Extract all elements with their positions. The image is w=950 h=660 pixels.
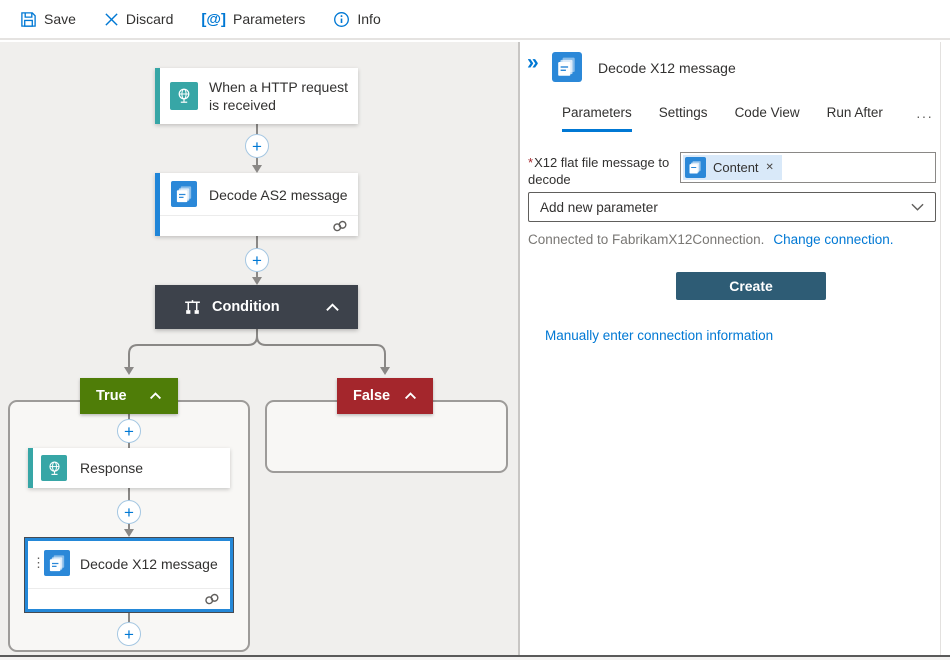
param-label-text: X12 flat file message to decode xyxy=(528,155,670,187)
change-connection-link[interactable]: Change connection. xyxy=(773,232,894,247)
tab-settings[interactable]: Settings xyxy=(658,105,708,120)
discard-button[interactable]: Discard xyxy=(90,0,187,38)
condition-node-title: Condition xyxy=(212,298,280,315)
decode-as2-node[interactable]: Decode AS2 message xyxy=(155,173,358,236)
save-button[interactable]: Save xyxy=(6,0,90,38)
info-icon xyxy=(334,11,350,27)
insert-step-button[interactable]: + xyxy=(245,134,269,158)
panel-title: Decode X12 message xyxy=(598,60,736,76)
panel-divider xyxy=(518,42,520,655)
as2-node-footer xyxy=(160,215,358,236)
x12-node-footer xyxy=(28,588,230,609)
false-branch-badge[interactable]: False xyxy=(337,378,433,414)
response-node[interactable]: Response xyxy=(28,448,230,488)
tab-parameters[interactable]: Parameters xyxy=(562,105,632,132)
x12-message-input[interactable]: Content ✕ xyxy=(680,152,936,183)
true-branch-badge[interactable]: True xyxy=(80,378,178,414)
http-request-icon xyxy=(170,82,198,110)
add-parameter-dropdown[interactable]: Add new parameter xyxy=(528,192,936,222)
info-label: Info xyxy=(357,11,381,27)
operation-details-panel: » Decode X12 message Parameters Settings… xyxy=(520,42,950,655)
insert-step-button[interactable]: + xyxy=(245,248,269,272)
connection-status: Connected to FabrikamX12Connection. Chang… xyxy=(528,232,893,247)
trigger-node-http-request[interactable]: When a HTTP request is received xyxy=(155,68,358,124)
response-node-title: Response xyxy=(80,460,144,476)
window-bottom-margin xyxy=(0,657,950,660)
chevron-down-icon xyxy=(911,203,924,211)
decode-as2-icon xyxy=(171,181,197,207)
kebab-menu-icon[interactable]: ⋮ xyxy=(32,555,45,570)
decode-x12-node[interactable]: ⋮ Decode X12 message xyxy=(25,538,233,612)
connection-icon xyxy=(205,593,219,605)
tab-run-after[interactable]: Run After xyxy=(826,105,883,120)
connection-icon xyxy=(333,220,347,232)
x12-operation-icon xyxy=(552,52,582,82)
more-tabs-button[interactable]: ··· xyxy=(916,108,933,124)
trigger-node-title: When a HTTP request is received xyxy=(209,79,349,114)
true-branch-label: True xyxy=(96,388,127,404)
tab-code-view[interactable]: Code View xyxy=(734,105,800,120)
as2-node-title: Decode AS2 message xyxy=(209,187,348,203)
content-token-label: Content xyxy=(713,160,759,175)
window-bottom-edge xyxy=(0,655,950,657)
save-label: Save xyxy=(44,11,76,27)
false-branch-container xyxy=(265,400,508,473)
parameters-button[interactable]: [@] Parameters xyxy=(187,0,319,38)
designer-toolbar: Save Discard [@] Parameters Info xyxy=(0,0,950,40)
discard-icon xyxy=(105,12,118,26)
false-branch-label: False xyxy=(353,388,391,404)
insert-step-button[interactable]: + xyxy=(117,622,141,646)
insert-step-button[interactable]: + xyxy=(117,419,141,443)
workflow-canvas[interactable]: When a HTTP request is received Decode A… xyxy=(0,42,518,655)
parameters-icon: [@] xyxy=(201,10,227,28)
parameters-label: Parameters xyxy=(233,11,306,27)
response-icon xyxy=(41,455,67,481)
response-accent-bar xyxy=(28,448,33,488)
collapse-panel-button[interactable]: » xyxy=(527,51,539,74)
connection-status-text: Connected to FabrikamX12Connection. xyxy=(528,232,765,247)
info-button[interactable]: Info xyxy=(319,0,394,38)
manual-connection-link[interactable]: Manually enter connection information xyxy=(545,328,774,343)
content-token[interactable]: Content ✕ xyxy=(683,155,782,180)
collapse-false-chevron-icon[interactable] xyxy=(404,392,417,400)
trigger-accent-bar xyxy=(155,68,160,124)
required-asterisk: * xyxy=(528,155,534,170)
remove-token-button[interactable]: ✕ xyxy=(765,162,774,173)
save-icon xyxy=(21,11,36,27)
insert-step-button[interactable]: + xyxy=(117,500,141,524)
x12-node-title: Decode X12 message xyxy=(80,556,218,572)
x12-message-param-label: *X12 flat file message to decode xyxy=(528,155,678,189)
panel-tabs: Parameters Settings Code View Run After xyxy=(562,105,883,132)
decode-x12-icon xyxy=(44,550,70,576)
create-button[interactable]: Create xyxy=(676,272,826,300)
as2-accent-bar xyxy=(155,173,160,236)
collapse-true-chevron-icon[interactable] xyxy=(149,392,162,400)
discard-label: Discard xyxy=(125,11,174,27)
add-parameter-placeholder: Add new parameter xyxy=(540,199,658,215)
condition-node[interactable]: Condition xyxy=(155,285,358,329)
condition-icon xyxy=(185,299,200,314)
panel-scrollbar[interactable] xyxy=(940,42,941,655)
content-token-icon xyxy=(685,157,706,178)
collapse-condition-chevron-icon[interactable] xyxy=(325,302,340,312)
